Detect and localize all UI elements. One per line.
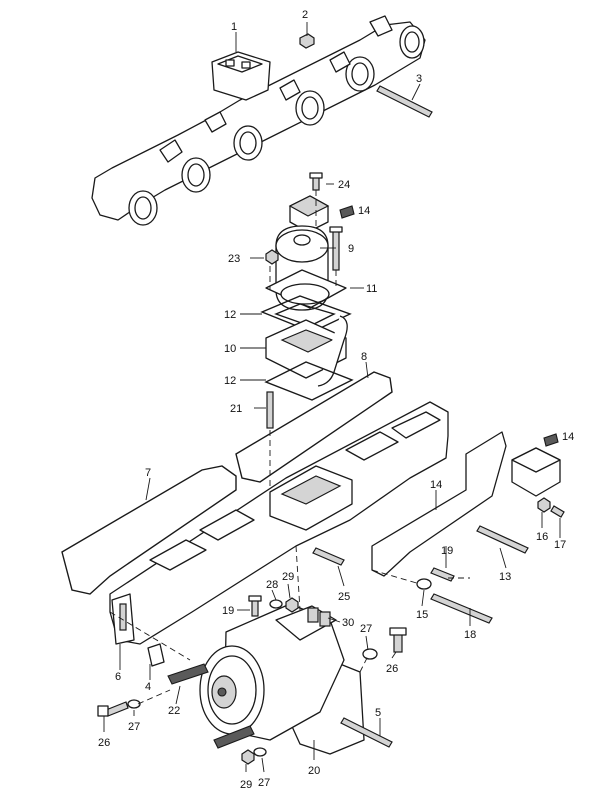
heater-housing [265, 225, 347, 311]
reference-marker-14c [543, 433, 559, 447]
bolt-17 [550, 505, 565, 518]
washer-27-right [362, 648, 378, 660]
callout-27-right: 27 [360, 623, 372, 635]
callout-13: 13 [499, 571, 511, 583]
callout-30: 30 [342, 617, 354, 629]
callout-22: 22 [168, 705, 180, 717]
stud-9 [329, 226, 343, 271]
callout-26-right: 26 [386, 663, 398, 675]
bolt-5 [340, 717, 393, 748]
callout-5: 5 [375, 707, 381, 719]
bolt-19-left [248, 595, 262, 617]
washer-27-left [127, 699, 141, 709]
callout-27-left: 27 [128, 721, 140, 733]
callout-21: 21 [230, 403, 242, 415]
callout-7: 7 [145, 467, 151, 479]
bolt-26-left [97, 701, 129, 717]
bolt-13 [476, 525, 529, 554]
gasket-12-lower [264, 361, 354, 401]
callout-9: 9 [348, 243, 354, 255]
assembly-lines [109, 190, 470, 705]
relay-bracket [371, 431, 507, 577]
callout-18: 18 [464, 629, 476, 641]
stud-21 [266, 391, 274, 429]
nut-16 [537, 497, 551, 513]
callout-29-bottom: 29 [240, 779, 252, 791]
screw-24 [309, 172, 323, 191]
callout-4: 4 [145, 681, 151, 693]
callout-16: 16 [536, 531, 548, 543]
callout-14-relay: 14 [562, 431, 574, 443]
callout-28: 28 [266, 579, 278, 591]
callout-1: 1 [231, 21, 237, 33]
callout-8: 8 [361, 351, 367, 363]
leader-lines [103, 22, 561, 773]
exhaust-manifold [91, 15, 426, 226]
callout-2: 2 [302, 9, 308, 21]
callout-19-compressor: 19 [222, 605, 234, 617]
callout-10: 10 [224, 343, 236, 355]
callout-29-upper: 29 [282, 571, 294, 583]
washer-15 [416, 578, 432, 590]
callout-23: 23 [228, 253, 240, 265]
callouts: 1 2 3 4 5 6 7 8 9 10 11 12 12 13 14 14 1… [98, 9, 574, 791]
callout-17: 17 [554, 539, 566, 551]
bolt-19-right [430, 567, 455, 582]
callout-12-upper: 12 [224, 309, 236, 321]
bolt-25 [312, 547, 345, 566]
nut-29-bottom [241, 749, 255, 765]
bolt-18 [430, 593, 493, 624]
callout-20: 20 [308, 765, 320, 777]
callout-19-bracket: 19 [441, 545, 453, 557]
callout-26-left: 26 [98, 737, 110, 749]
callout-11: 11 [366, 283, 377, 295]
manifold-nut [299, 33, 315, 49]
callout-24: 24 [338, 179, 350, 191]
callout-27-bottom: 27 [258, 777, 270, 789]
intake-gasket-8 [235, 371, 393, 483]
heater-element [265, 315, 348, 387]
callout-3: 3 [416, 73, 422, 85]
reference-marker-14a [339, 205, 355, 219]
callout-12-lower: 12 [224, 375, 236, 387]
relay [511, 447, 561, 497]
callout-6: 6 [115, 671, 121, 683]
manifold-stud [376, 85, 433, 118]
callout-14-bracket: 14 [430, 479, 442, 491]
callout-15: 15 [416, 609, 428, 621]
spacer-4 [147, 643, 165, 667]
callout-14-heater: 14 [358, 205, 370, 217]
nut-29-upper [285, 597, 299, 613]
callout-25: 25 [338, 591, 350, 603]
intake-gasket-7 [61, 465, 237, 595]
washer-28 [269, 599, 283, 609]
nut-23 [265, 249, 279, 265]
bolt-26-right [389, 627, 407, 653]
intake-manifold [109, 401, 449, 645]
drive-belt-22 [167, 663, 255, 749]
washer-27-bottom [253, 747, 267, 757]
relay-connector [288, 195, 330, 233]
